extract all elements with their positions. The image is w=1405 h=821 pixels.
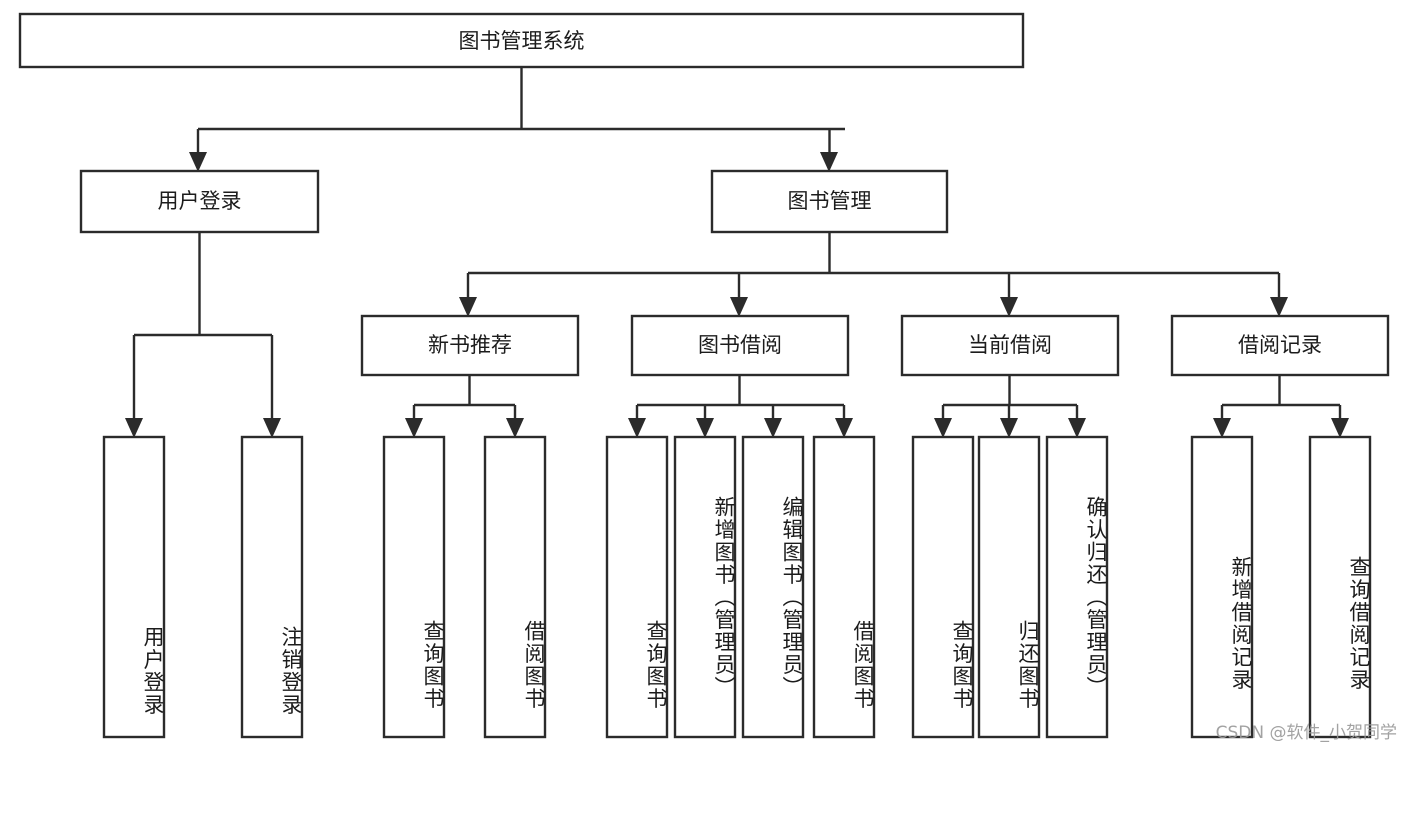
connector-borrow-record-bus	[1220, 375, 1342, 424]
connector-book-borrow-bus	[635, 375, 846, 424]
connector-book-manage-bus	[466, 232, 1281, 303]
arrow-to-leaf-user-login	[125, 418, 143, 438]
connector-new-book-bus	[412, 375, 517, 424]
leaf-confirm-return-box[interactable]	[1045, 435, 1109, 739]
arrow-to-borrow-record	[1270, 297, 1288, 317]
arrow-to-leaf-user-logout	[263, 418, 281, 438]
node-new-book-recommend[interactable]: 新书推荐	[360, 314, 580, 377]
node-root-label: 图书管理系统	[459, 29, 585, 53]
node-borrow-record[interactable]: 借阅记录	[1170, 314, 1390, 377]
leaf-query-book-1-box[interactable]	[382, 435, 446, 739]
leaf-query-book-2-box[interactable]	[605, 435, 669, 739]
arrow-to-leaf-query-book-1	[405, 418, 423, 438]
leaf-edit-book-box[interactable]	[741, 435, 805, 739]
leaf-return-book-box[interactable]	[977, 435, 1041, 739]
arrow-to-leaf-borrow-book-1	[506, 418, 524, 438]
node-root-box[interactable]	[18, 12, 1025, 69]
node-current-borrow-box[interactable]	[900, 314, 1120, 377]
leaf-borrow-book-2-box[interactable]	[812, 435, 876, 739]
nodes-group: 图书管理系统 用户登录 图书管理 新书推荐 图书借阅	[18, 12, 1390, 739]
leaf-borrow-book-1-box[interactable]	[483, 435, 547, 739]
node-user-login-label: 用户登录	[158, 189, 242, 213]
node-book-borrow-box[interactable]	[630, 314, 850, 377]
leaf-user-login-box[interactable]	[102, 435, 166, 739]
node-current-borrow[interactable]: 当前借阅	[900, 314, 1120, 377]
leaf-add-record-box[interactable]	[1190, 435, 1254, 739]
node-book-borrow-label: 图书借阅	[698, 333, 782, 357]
arrowheads-group	[125, 152, 1349, 438]
node-root[interactable]: 图书管理系统	[18, 12, 1025, 69]
node-user-login-box[interactable]	[79, 169, 320, 234]
node-borrow-record-box[interactable]	[1170, 314, 1390, 377]
arrow-to-current-borrow	[1000, 297, 1018, 317]
node-new-book-recommend-label: 新书推荐	[428, 333, 512, 357]
node-book-manage-box[interactable]	[710, 169, 949, 234]
leaf-query-record-box[interactable]	[1308, 435, 1372, 739]
connector-root-bus	[196, 67, 845, 158]
arrow-to-user-login	[189, 152, 207, 172]
connectors-group	[132, 67, 1342, 424]
node-new-book-recommend-box[interactable]	[360, 314, 580, 377]
arrow-to-leaf-confirm-return	[1068, 418, 1086, 438]
arrow-to-leaf-borrow-book-2	[835, 418, 853, 438]
node-user-login[interactable]: 用户登录	[79, 169, 320, 234]
arrow-to-leaf-query-book-2	[628, 418, 646, 438]
leaf-boxes-group	[102, 435, 1372, 739]
node-book-manage[interactable]: 图书管理	[710, 169, 949, 234]
arrow-to-leaf-add-record	[1213, 418, 1231, 438]
leaf-query-book-3-box[interactable]	[911, 435, 975, 739]
arrow-to-leaf-query-record	[1331, 418, 1349, 438]
node-book-manage-label: 图书管理	[788, 189, 872, 213]
arrow-to-book-borrow	[730, 297, 748, 317]
leaf-add-book-box[interactable]	[673, 435, 737, 739]
leaf-user-logout-box[interactable]	[240, 435, 304, 739]
connector-current-borrow-bus	[941, 375, 1079, 424]
arrow-to-leaf-edit-book	[764, 418, 782, 438]
connector-user-login-bus	[132, 232, 274, 424]
node-book-borrow[interactable]: 图书借阅	[630, 314, 850, 377]
node-current-borrow-label: 当前借阅	[968, 333, 1052, 357]
node-borrow-record-label: 借阅记录	[1238, 333, 1322, 357]
tree-diagram-svg: 图书管理系统 用户登录 图书管理 新书推荐 图书借阅	[18, 12, 1390, 739]
arrow-to-leaf-add-book	[696, 418, 714, 438]
arrow-to-book-manage	[820, 152, 838, 172]
arrow-to-new-book-recommend	[459, 297, 477, 317]
arrow-to-leaf-query-book-3	[934, 418, 952, 438]
diagram-canvas: 图书管理系统 用户登录 图书管理 新书推荐 图书借阅	[18, 12, 1397, 743]
arrow-to-leaf-return-book	[1000, 418, 1018, 438]
watermark-text: CSDN @软件_小贺同学	[1215, 723, 1397, 743]
